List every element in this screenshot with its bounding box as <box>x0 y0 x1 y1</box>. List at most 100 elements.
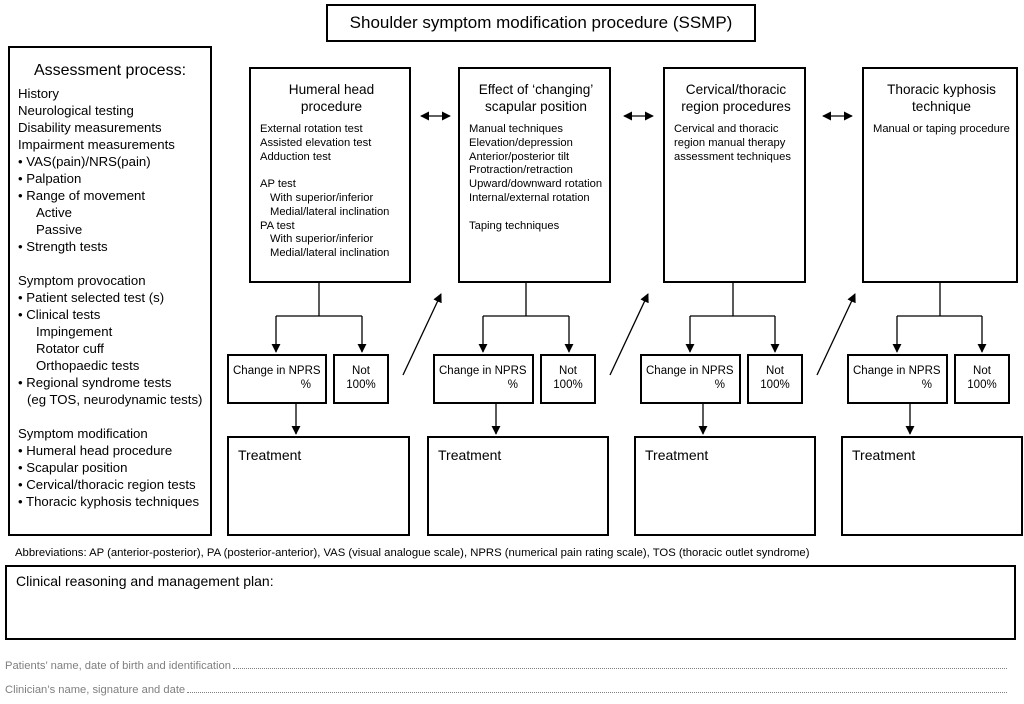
not-label: Not <box>973 365 991 377</box>
procedure-title: Humeral head <box>288 82 375 97</box>
assessment-bullet: Thoracic kyphosis techniques <box>18 493 210 510</box>
next-procedure-arrow <box>609 293 649 376</box>
assessment-bullet: Clinical tests <box>18 306 210 323</box>
percent-label: % <box>921 379 932 391</box>
assessment-subitem: Active <box>36 205 72 220</box>
split-connector <box>690 283 775 317</box>
clinical-reasoning-box[interactable]: Clinical reasoning and management plan: <box>5 565 1016 640</box>
assessment-bullet: VAS(pain)/NRS(pain) <box>18 153 210 170</box>
assessment-subitem: Impingement <box>36 324 113 339</box>
procedure-title: scapular position <box>484 99 587 114</box>
assessment-subitem: Passive <box>36 222 83 237</box>
assessment-item: Impairment measurements <box>18 137 175 152</box>
change-in-nprs-box: Change in NPRS% <box>433 354 534 404</box>
percent-label: % <box>714 379 725 391</box>
assessment-bullet: Scapular position <box>18 459 210 476</box>
abbreviations-note: Abbreviations: AP (anterior-posterior), … <box>15 547 810 559</box>
dotted-fill-line <box>187 692 1007 693</box>
assessment-subitem: Rotator cuff <box>36 341 104 356</box>
treatment-box: Treatment <box>427 436 609 536</box>
not-100-box: Not 100% <box>333 354 389 404</box>
not-label: Not <box>352 365 370 377</box>
procedure-item: With superior/inferior <box>270 233 374 246</box>
treatment-label: Treatment <box>438 447 502 463</box>
next-procedure-arrow <box>402 293 442 376</box>
split-connector <box>897 283 982 317</box>
change-label: Change in NPRS <box>853 365 941 377</box>
split-connector <box>276 283 362 317</box>
change-in-nprs-box: Change in NPRS% <box>847 354 948 404</box>
assessment-bullet: Regional syndrome tests <box>18 374 210 391</box>
change-label: Change in NPRS <box>233 365 321 377</box>
procedure-item: With superior/inferior <box>270 191 374 204</box>
procedure-item: AP test <box>260 178 296 191</box>
procedure-item: PA test <box>260 219 295 232</box>
procedure-title: procedure <box>300 99 363 114</box>
clinical-reasoning-label: Clinical reasoning and management plan: <box>16 573 274 589</box>
procedure-title: technique <box>912 99 971 114</box>
treatment-box: Treatment <box>841 436 1023 536</box>
procedure-title: Effect of ‘changing’ <box>478 82 594 97</box>
patient-info-line[interactable]: Patients’ name, date of birth and identi… <box>5 660 1007 672</box>
assessment-heading: Assessment process: <box>33 62 187 79</box>
assessment-bullet: Patient selected test (s) <box>18 289 210 306</box>
procedure-item: Manual techniques <box>469 123 563 135</box>
procedure-title: Cervical/thoracic <box>685 82 787 97</box>
assessment-bullet: Strength tests <box>18 238 210 255</box>
procedure-item: Protraction/retraction <box>469 164 573 177</box>
change-in-nprs-box: Change in NPRS% <box>640 354 741 404</box>
dotted-fill-line <box>232 668 1007 669</box>
procedure-item: Cervical and thoracic <box>674 123 779 135</box>
next-procedure-arrow <box>816 293 856 376</box>
humeral-head-procedure-box: Humeral head procedure External rotation … <box>249 67 411 283</box>
title-text: Shoulder symptom modification procedure … <box>349 13 733 32</box>
assessment-bullet: Palpation <box>18 170 210 187</box>
clinician-info-line[interactable]: Clinician’s name, signature and date <box>5 684 1007 696</box>
procedure-title: region procedures <box>681 99 791 114</box>
percent-label: % <box>300 379 311 391</box>
patient-info-label: Patients’ name, date of birth and identi… <box>5 660 231 672</box>
not-label: Not <box>559 365 577 377</box>
hundred-label: 100% <box>553 379 583 391</box>
procedure-item: region manual therapy <box>674 136 786 149</box>
procedure-item: Elevation/depression <box>469 136 573 149</box>
treatment-label: Treatment <box>852 447 916 463</box>
procedure-item: Adduction test <box>260 150 331 163</box>
treatment-label: Treatment <box>238 447 302 463</box>
percent-label: % <box>507 379 518 391</box>
procedure-item: Anterior/posterior tilt <box>469 150 570 163</box>
clinician-info-label: Clinician’s name, signature and date <box>5 684 186 696</box>
assessment-item: Neurological testing <box>18 103 134 118</box>
cervical-thoracic-box: Cervical/thoracic region procedures Cervi… <box>663 67 806 283</box>
assessment-section: Symptom modification <box>18 426 148 441</box>
not-100-box: Not 100% <box>540 354 596 404</box>
assessment-bullet: Cervical/thoracic region tests <box>18 476 210 493</box>
hundred-label: 100% <box>346 379 376 391</box>
procedure-item: External rotation test <box>260 123 363 135</box>
assessment-section: Symptom provocation <box>18 273 146 288</box>
procedure-item: Upward/downward rotation <box>469 178 603 191</box>
assessment-subitem: (eg TOS, neurodynamic tests) <box>27 392 203 407</box>
treatment-box: Treatment <box>227 436 410 536</box>
procedure-item: Medial/lateral inclination <box>270 205 390 218</box>
assessment-item: Disability measurements <box>18 120 162 135</box>
treatment-label: Treatment <box>645 447 709 463</box>
change-in-nprs-box: Change in NPRS% <box>227 354 327 404</box>
procedure-item: Taping techniques <box>469 219 560 232</box>
not-label: Not <box>766 365 784 377</box>
change-label: Change in NPRS <box>439 365 527 377</box>
procedure-item: Assisted elevation test <box>260 136 372 149</box>
assessment-bullet: Range of movement <box>18 187 210 204</box>
treatment-box: Treatment <box>634 436 816 536</box>
procedure-item: Internal/external rotation <box>469 191 590 204</box>
hundred-label: 100% <box>967 379 997 391</box>
assessment-subitem: Orthopaedic tests <box>36 358 140 373</box>
change-label: Change in NPRS <box>646 365 734 377</box>
assessment-process-box: Assessment process: History Neurological… <box>8 46 212 536</box>
procedure-item: Manual or taping procedure <box>873 123 1010 135</box>
procedure-item: assessment techniques <box>674 150 791 163</box>
procedure-item: Medial/lateral inclination <box>270 247 390 260</box>
assessment-bullet: Humeral head procedure <box>18 442 210 459</box>
